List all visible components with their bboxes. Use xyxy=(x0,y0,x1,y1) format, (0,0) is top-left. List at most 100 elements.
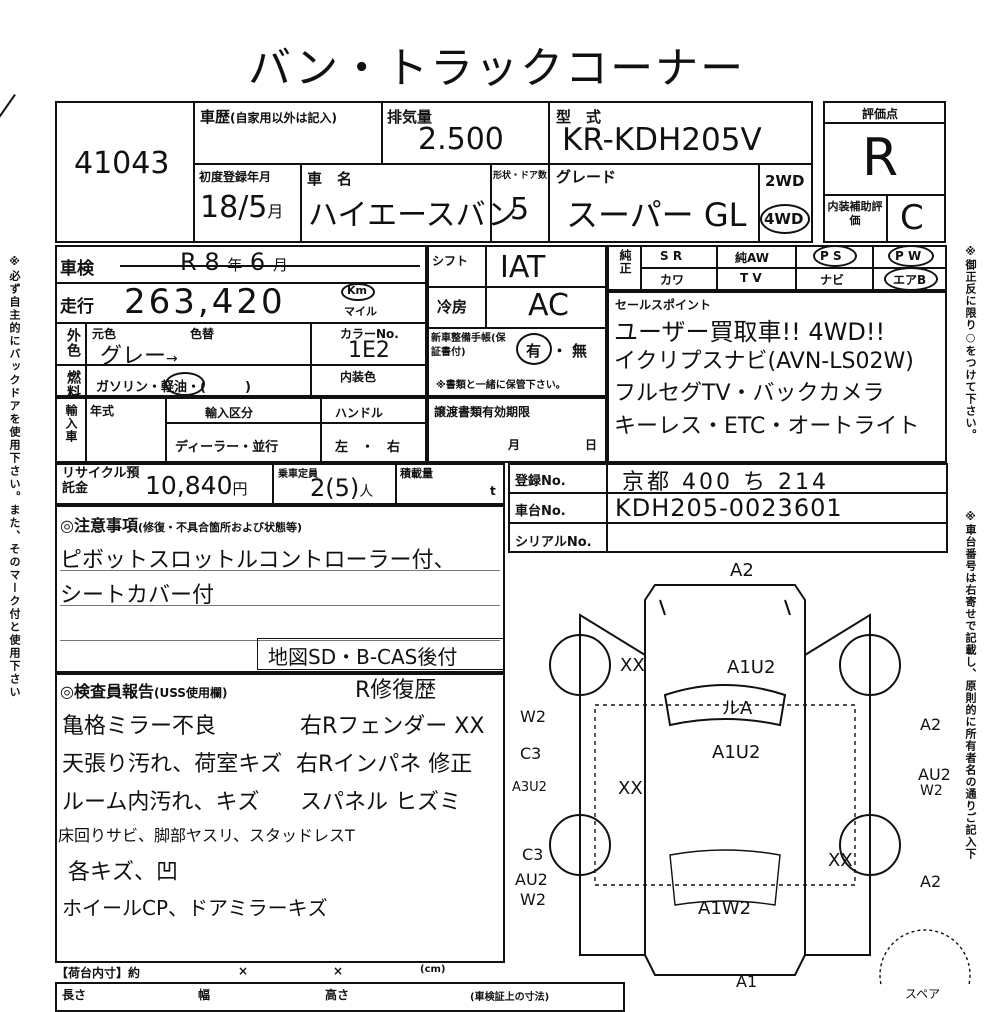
drive-4wd: 4WD xyxy=(764,210,804,228)
drive-circle xyxy=(760,204,810,234)
interior-score-label: 内装補助評価 xyxy=(827,200,883,227)
displacement-value: 2.500 xyxy=(418,122,504,157)
shift-label: シフト xyxy=(432,254,469,268)
chassis-value: KDH205-0023601 xyxy=(615,494,843,522)
diag-w2-left: W2 xyxy=(520,707,546,726)
mileage-label: 走行 xyxy=(60,297,94,317)
capacity-value: 2(5)人 xyxy=(310,474,374,502)
mileage-unit-mile: マイル xyxy=(344,305,377,318)
inspection-label: 車検 xyxy=(60,259,94,279)
equipment-label: 純正 xyxy=(618,249,632,275)
name-value: ハイエースバン xyxy=(308,198,518,233)
notes-box xyxy=(55,505,505,673)
sales-point-line-4: キーレス・ETC・オートライト xyxy=(614,414,920,439)
diag-front-left: XX xyxy=(620,655,645,676)
registration-grid xyxy=(508,463,948,553)
color-code-value: 1E2 xyxy=(348,338,390,363)
cargo-note: (車検証上の寸法) xyxy=(470,992,550,1003)
color-value: グレー→ xyxy=(100,344,178,369)
ac-value: AC xyxy=(528,288,569,323)
name-label: 車 名 xyxy=(307,170,353,188)
diag-xx-mid-left: XX xyxy=(618,778,643,799)
side-note-right-mid: ※車台番号は右寄せで記載し、原則的に所有者名の通りご記入下さい。 xyxy=(964,510,977,860)
import-year-label: 年式 xyxy=(90,404,115,418)
color-code-label: カラーNo. xyxy=(340,327,399,341)
inspector-left-5: 各キズ、凹 xyxy=(68,860,179,885)
equip-leather: カワ xyxy=(660,273,685,287)
doors-label: 形状・ドア数 xyxy=(493,171,548,181)
notes-line-1: ピボットスロットルコントローラー付、 xyxy=(60,548,456,573)
history-label: 車歴(自家用以外は記入) xyxy=(200,108,337,126)
cargo-x2: × xyxy=(333,964,344,978)
import-type-value: ディーラー・並行 xyxy=(175,440,279,455)
equip-tv: T V xyxy=(740,271,762,285)
diag-w2-left2: W2 xyxy=(520,890,546,909)
header-grid xyxy=(193,101,813,243)
import-grid xyxy=(55,397,427,463)
transfer-month: 月 xyxy=(508,438,521,452)
chassis-label: 車台No. xyxy=(515,504,566,519)
shift-grid xyxy=(427,245,607,397)
diag-xx-right: XX xyxy=(828,850,853,871)
doors-value: 5 xyxy=(510,192,530,227)
equip-sr: S R xyxy=(660,249,683,263)
import-label: 輸入車 xyxy=(64,404,78,443)
diag-roof: A1U2 xyxy=(712,742,761,763)
inspector-header-note: R修復歴 xyxy=(355,678,437,703)
serial-label: シリアルNo. xyxy=(515,535,592,550)
mileage-value: 263,420 xyxy=(124,282,286,322)
inspector-left-3: ルーム内汚れ、キズ xyxy=(62,790,260,815)
diag-spare: スペア xyxy=(905,987,941,1001)
notes-boxed-text-frame xyxy=(257,638,505,670)
warranty-yes: 有 xyxy=(526,342,542,360)
score-label: 評価点 xyxy=(862,107,899,121)
equip-aw: 純AW xyxy=(735,251,769,265)
equip-pw-circle xyxy=(888,245,934,267)
sales-point-line-1: ユーザー買取車!! 4WD!! xyxy=(614,318,886,346)
diag-top: A2 xyxy=(730,560,754,581)
equip-navi: ナビ xyxy=(820,273,845,287)
sales-point-label: セールスポイント xyxy=(615,298,712,312)
vehicle-info-grid xyxy=(55,245,427,397)
side-note-right-top: ※御正反に限り○をつけて下さい。 xyxy=(964,245,977,441)
cargo-length-label: 長さ xyxy=(62,988,87,1002)
mileage-unit-km: Km xyxy=(347,284,367,297)
diag-au2-left: AU2 xyxy=(515,870,548,889)
color-orig-label: 元色 xyxy=(92,327,117,341)
first-reg-label: 初度登録年月 xyxy=(199,170,272,184)
inspector-label: ◎検査員報告(USS使用欄) xyxy=(60,682,228,701)
cargo-height-label: 高さ xyxy=(325,988,350,1002)
color-label: 外色 xyxy=(65,328,81,358)
handle-label: ハンドル xyxy=(335,406,384,420)
model-label: 型 式 xyxy=(556,108,602,126)
inspector-left-2: 天張り汚れ、荷室キズ xyxy=(62,752,283,777)
inspector-box xyxy=(55,673,505,963)
score-value: R xyxy=(862,128,899,188)
sales-point-line-2: イクリプスナビ(AVN-LS02W) xyxy=(614,349,914,374)
grade-value: スーパー GL xyxy=(566,196,747,234)
diag-a3u2-left: A3U2 xyxy=(512,780,547,795)
diag-au2-right: AU2 xyxy=(918,765,951,784)
cargo-width-label: 幅 xyxy=(198,988,211,1002)
score-box xyxy=(823,101,946,243)
sheet-title: バン・トラックコーナー xyxy=(248,44,746,94)
diag-c3-left2: C3 xyxy=(522,845,544,864)
inspector-left-1: 亀格ミラー不良 xyxy=(62,714,217,739)
mileage-unit-circle xyxy=(341,283,375,301)
diag-a2-right2: A2 xyxy=(920,872,942,891)
diag-a2-right: A2 xyxy=(920,715,942,734)
fuel-circle xyxy=(165,372,205,396)
registration-label: 登録No. xyxy=(515,474,566,489)
first-reg-value: 18/5月 xyxy=(200,190,284,225)
warranty-sep: ・ xyxy=(552,342,568,360)
ac-label: 冷房 xyxy=(437,298,468,316)
diag-rear: A1W2 xyxy=(698,898,752,919)
warranty-circle xyxy=(516,333,552,365)
cargo-x1: × xyxy=(238,964,249,978)
equip-ps-circle xyxy=(813,245,857,267)
recycle-label: リサイクル預託金 xyxy=(62,466,140,496)
import-type-label: 輸入区分 xyxy=(205,406,254,420)
fuel-label: 燃料 xyxy=(65,370,81,400)
interior-score-value: C xyxy=(900,198,924,238)
inspector-left-4: 床回りサビ、脚部ヤスリ、スタッドレスT xyxy=(58,826,355,845)
